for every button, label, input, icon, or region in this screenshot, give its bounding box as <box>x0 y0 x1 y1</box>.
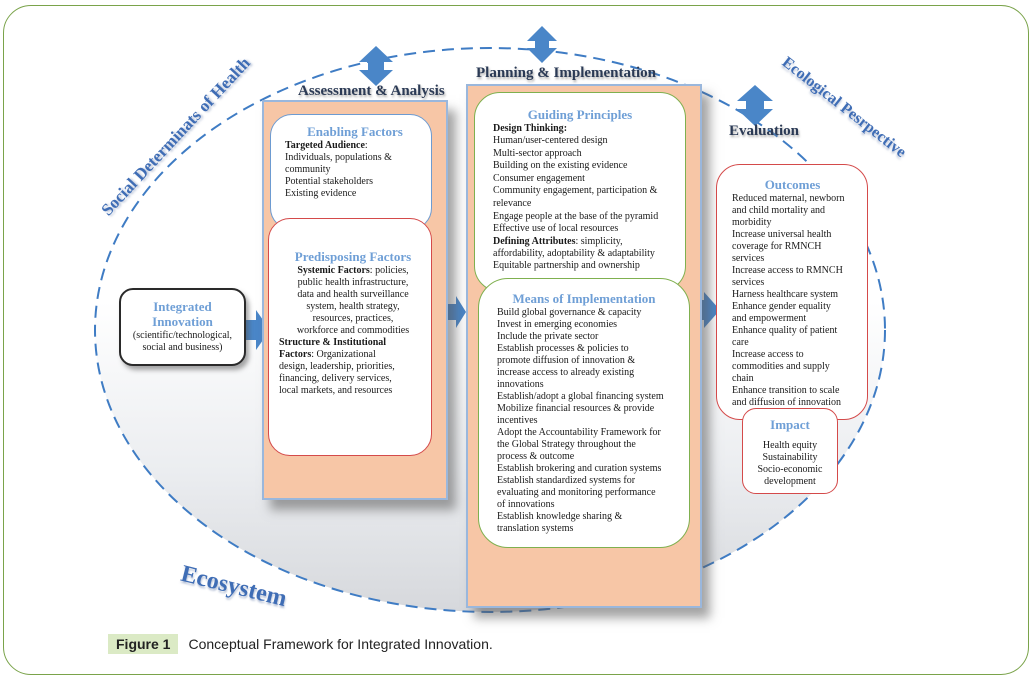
outcome-item: Reduced maternal, newborn <box>732 193 845 204</box>
phase-evaluation-title: Evaluation <box>729 123 800 139</box>
means-item: incentives <box>497 415 538 426</box>
outcome-item: Enhance transition to scale <box>732 385 840 396</box>
means-of-implementation-title: Means of Implementation <box>512 291 656 306</box>
means-item: increase access to already existing <box>497 367 635 378</box>
means-item: evaluating and monitoring performance <box>497 487 656 498</box>
double-arrow-icon-planning <box>527 26 557 63</box>
guiding-item: relevance <box>493 197 532 209</box>
outcome-item: Increase universal health <box>732 229 832 240</box>
integrated-innovation-sub: (scientific/technological, <box>132 330 233 341</box>
phase-planning-title: Planning & Implementation <box>476 65 657 81</box>
means-item: Establish processes & policies to <box>497 343 629 354</box>
guiding-item: Equitable partnership and ownership <box>493 259 640 271</box>
outcome-item: Harness healthcare system <box>732 289 839 300</box>
design-thinking-heading: Design Thinking <box>493 123 564 134</box>
outcome-item: commodities and supply <box>732 361 830 372</box>
means-item: Establish/adopt a global financing syste… <box>497 391 664 402</box>
means-item: of innovations <box>497 499 555 510</box>
guiding-item: Engage people at the base of the pyramid <box>493 210 659 222</box>
systemic-factors-heading: Systemic Factors <box>297 265 370 276</box>
arrow-right-icon-innovation <box>244 310 270 350</box>
outcome-item: Enhance quality of patient <box>732 325 838 336</box>
figure-label: Figure 1 <box>108 634 179 654</box>
outcome-item: Increase access to <box>732 349 804 360</box>
outcome-item: coverage for RMNCH <box>732 241 822 252</box>
structure-factors-heading: Structure & Institutional <box>279 337 387 348</box>
means-item: Establish knowledge sharing & <box>497 511 623 522</box>
means-item: promote diffusion of innovation & <box>497 355 636 366</box>
integrated-innovation-sub: social and business) <box>142 342 223 353</box>
outcome-item: and empowerment <box>732 313 807 324</box>
phase-assessment-title: Assessment & Analysis <box>298 83 445 99</box>
outcome-item: chain <box>732 373 754 384</box>
enabling-item: Individuals, populations & <box>285 152 392 163</box>
double-arrow-icon-assessment <box>359 46 393 86</box>
outcome-item: and child mortality and <box>732 205 826 216</box>
defining-attributes-heading: Defining Attributes <box>493 235 576 247</box>
guiding-principles-card: Guiding Principles Design Thinking: Huma… <box>474 92 686 292</box>
means-item: Adopt the Accountability Framework for <box>497 427 661 438</box>
impact-item: Sustainability <box>762 452 818 463</box>
impact-item: development <box>764 476 816 487</box>
guiding-item: Multi-sector approach <box>493 147 582 159</box>
guiding-item: Effective use of local resources <box>493 223 619 235</box>
targeted-audience-heading: Targeted Audience <box>285 140 365 151</box>
outcome-item: morbidity <box>732 217 772 228</box>
outcomes-title: Outcomes <box>764 177 821 192</box>
means-item: Mobilize financial resources & provide <box>497 403 655 414</box>
outcome-item: and diffusion of innovation <box>732 397 841 408</box>
impact-item: Socio-economic <box>757 464 823 475</box>
outcome-item: services <box>732 277 765 288</box>
double-arrow-icon-evaluation <box>737 85 773 126</box>
guiding-principles-title: Guiding Principles <box>527 107 633 122</box>
outcome-item: care <box>732 337 749 348</box>
means-item: Invest in emerging economies <box>497 319 618 330</box>
enabling-item: Existing evidence <box>285 188 357 199</box>
structure-factors-block: Structure & Institutional Factors: Organ… <box>279 337 395 396</box>
means-item: Establish standardized systems for <box>497 475 636 486</box>
impact-item: Health equity <box>762 440 818 451</box>
guiding-item: Building on the existing evidence <box>493 160 628 172</box>
outcome-item: Increase access to RMNCH <box>732 265 843 276</box>
figure-caption-text: Conceptual Framework for Integrated Inno… <box>188 636 493 652</box>
figure-caption: Figure 1 Conceptual Framework for Integr… <box>108 634 493 654</box>
integrated-innovation-title: Integrated Innovation <box>152 299 213 329</box>
integrated-innovation-box: Integrated Innovation (scientific/techno… <box>119 288 246 366</box>
guiding-item: Consumer engagement <box>493 172 585 184</box>
guiding-item: Community engagement, participation & <box>493 185 658 197</box>
systemic-factors-block: Systemic Factors: policies, public healt… <box>296 265 410 336</box>
means-item: translation systems <box>497 523 574 534</box>
means-item: innovations <box>497 379 544 390</box>
means-item: process & outcome <box>497 451 575 462</box>
arrow-right-icon-assessment <box>446 296 466 328</box>
outcome-item: Enhance gender equality <box>732 301 831 312</box>
means-item: the Global Strategy throughout the <box>497 439 636 450</box>
impact-card: Impact Health equity Sustainability Soci… <box>742 408 838 494</box>
enabling-item: community <box>285 164 331 175</box>
enabling-factors-card: Enabling Factors Targeted Audience: Indi… <box>270 114 432 230</box>
means-of-implementation-card: Means of Implementation Build global gov… <box>478 278 690 548</box>
means-item: Include the private sector <box>497 331 599 342</box>
outcome-item: services <box>732 253 765 264</box>
means-item: Build global governance & capacity <box>497 307 642 318</box>
predisposing-factors-card: Predisposing Factors Systemic Factors: p… <box>268 218 432 456</box>
means-item: Establish brokering and curation systems <box>497 463 662 474</box>
enabling-factors-title: Enabling Factors <box>307 124 403 139</box>
predisposing-factors-title: Predisposing Factors <box>294 249 412 264</box>
enabling-item: Potential stakeholders <box>285 176 374 187</box>
guiding-item: Human/user-centered design <box>493 135 608 146</box>
impact-title: Impact <box>770 417 810 432</box>
